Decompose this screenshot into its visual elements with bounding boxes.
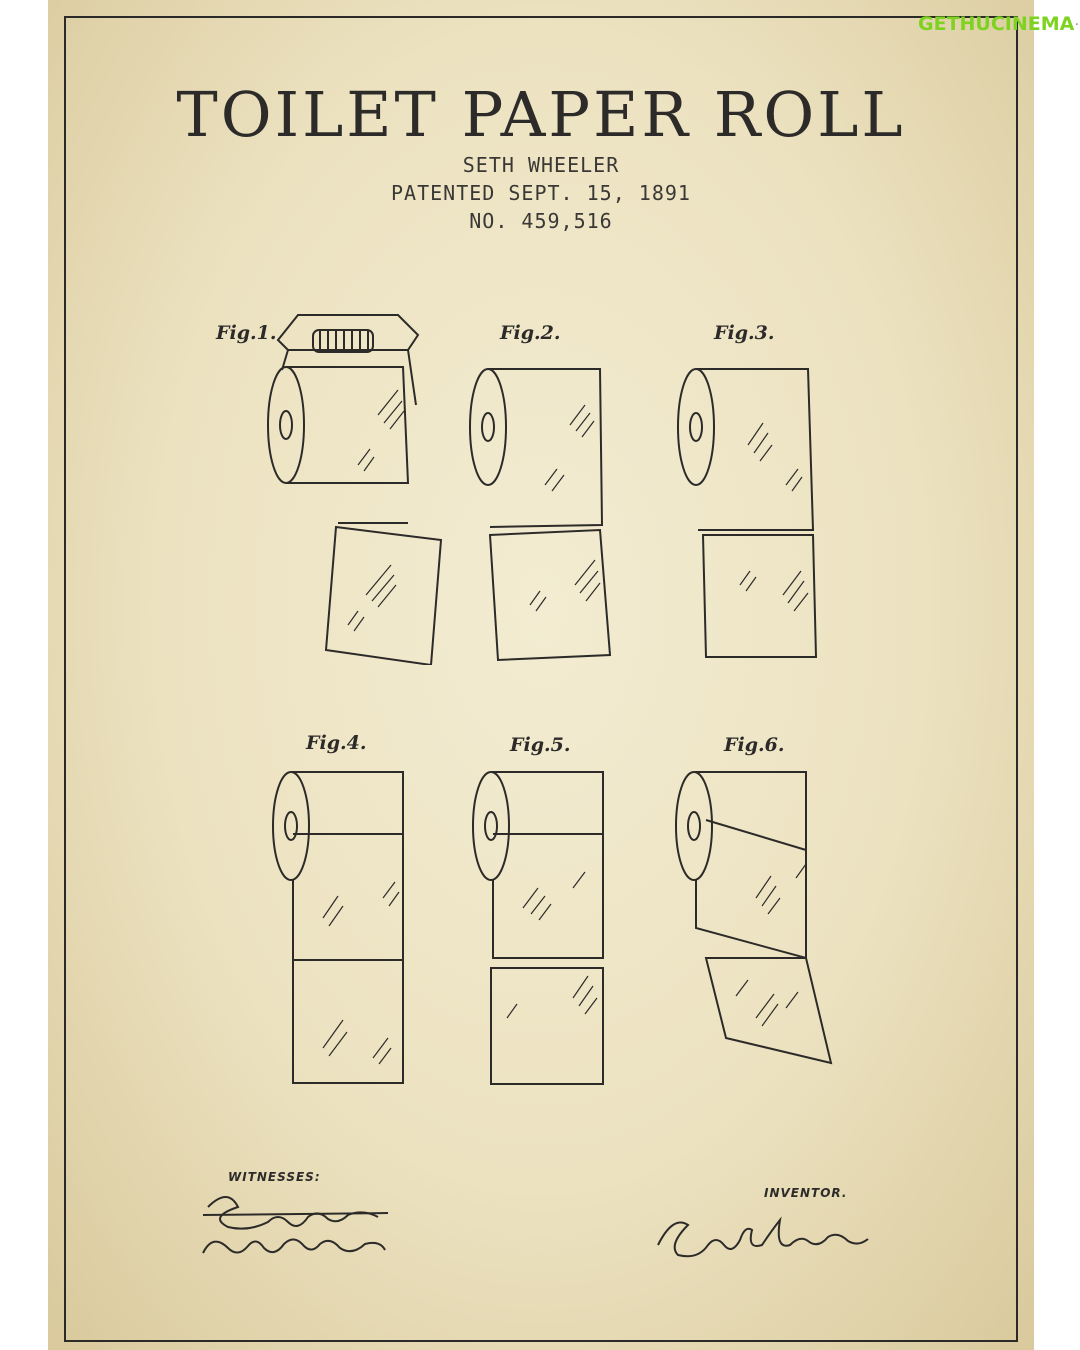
witness-signatures	[202, 1196, 389, 1254]
figure-6-drawing	[675, 771, 833, 1065]
poster-title: TOILET PAPER ROLL	[176, 78, 906, 151]
patent-date: PATENTED SEPT. 15, 1891	[391, 181, 691, 205]
figure-2-drawing	[469, 368, 612, 662]
inventor-signature	[657, 1216, 869, 1258]
figure-label-2: Fig.2.	[500, 322, 561, 344]
poster-border	[64, 16, 1018, 1342]
figure-label-4: Fig.4.	[306, 732, 367, 754]
patent-poster: TOILET PAPER ROLL SETH WHEELER PATENTED …	[48, 0, 1034, 1350]
channel-watermark: GETHUCINEMA	[918, 6, 1078, 42]
watermark-text: GETHUCINEMA	[918, 13, 1075, 35]
figure-label-6: Fig.6.	[724, 734, 785, 756]
figure-1-drawing	[267, 314, 443, 665]
figure-label-3: Fig.3.	[714, 322, 775, 344]
inventor-name: SETH WHEELER	[462, 153, 620, 177]
patent-number: NO. 459,516	[469, 209, 613, 233]
inventor-label: INVENTOR.	[764, 1186, 848, 1200]
witnesses-label: WITNESSES:	[228, 1170, 321, 1184]
figure-label-5: Fig.5.	[510, 734, 571, 756]
figure-3-drawing	[677, 368, 818, 658]
figure-label-1: Fig.1.	[216, 322, 277, 344]
figure-4-drawing	[272, 771, 404, 1084]
film-reel-icon	[1076, 23, 1078, 25]
figure-5-drawing	[472, 771, 604, 1085]
